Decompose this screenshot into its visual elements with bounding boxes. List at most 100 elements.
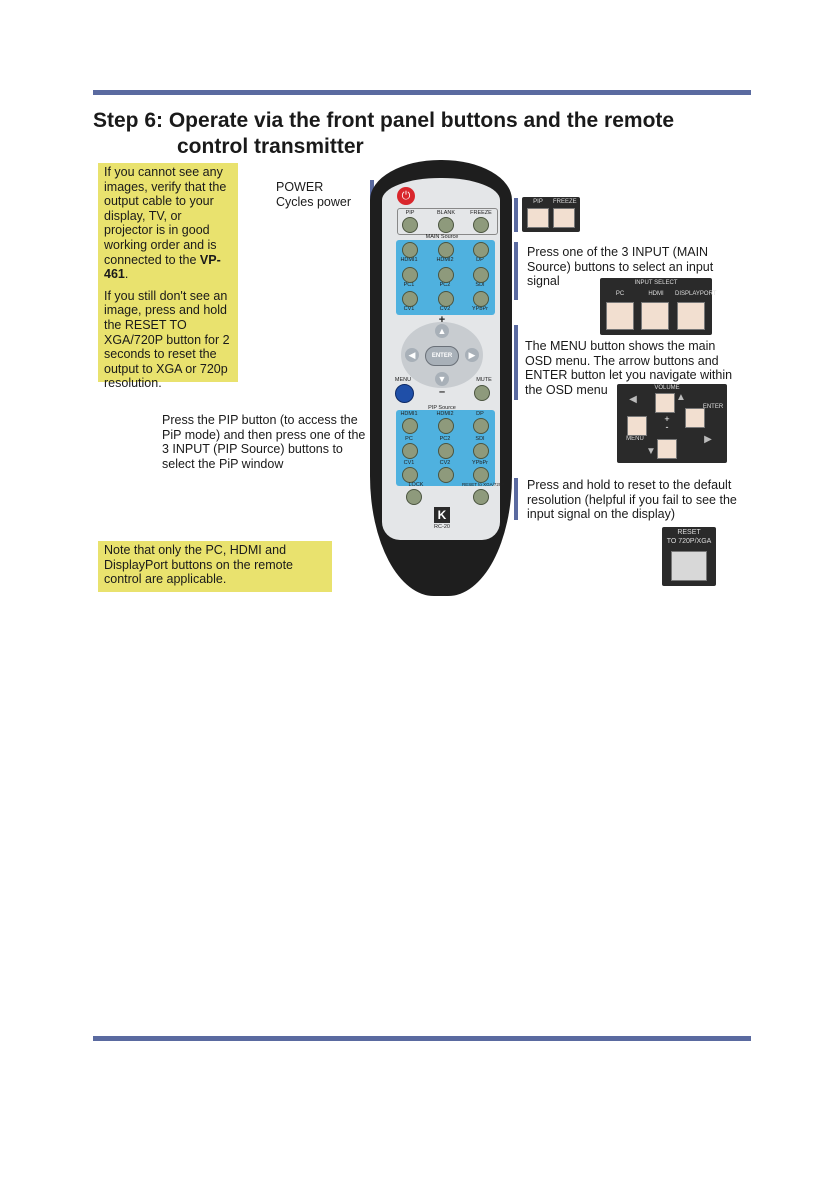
- down-arrow-button[interactable]: ▼: [435, 372, 449, 386]
- main-cv2-button[interactable]: [438, 291, 454, 307]
- remote-label: FREEZE: [470, 210, 492, 216]
- right-arrow-button[interactable]: ▶: [465, 348, 479, 362]
- panel-volume-up-button[interactable]: [655, 393, 675, 413]
- remote-label: HDMI2: [436, 257, 454, 263]
- panel-input-select: INPUT SELECT PC HDMI DISPLAYPORT: [600, 278, 717, 335]
- panel-pip-freeze: PIP FREEZE: [522, 197, 580, 232]
- caption-menu: The MENU button shows the main OSD menu.…: [525, 339, 733, 397]
- note-top: If you cannot see any images, verify tha…: [98, 163, 238, 390]
- panel-label: DISPLAYPORT: [675, 291, 717, 297]
- remote-mute-button[interactable]: [474, 385, 490, 401]
- main-hdmi2-button[interactable]: [438, 242, 454, 258]
- model-name: VP-461: [104, 252, 221, 282]
- pip-hdmi1-button[interactable]: [402, 418, 418, 434]
- remote-blank-button[interactable]: [438, 217, 454, 233]
- panel-left-button[interactable]: [627, 416, 647, 436]
- top-rule: [93, 90, 751, 95]
- panel-right-arrow-icon: ▶: [704, 434, 712, 445]
- pip-sdi-button[interactable]: [473, 443, 489, 459]
- title-line2: control transmitter: [177, 135, 364, 158]
- remote-label: MENU: [394, 377, 412, 383]
- left-arrow-button[interactable]: ◀: [405, 348, 419, 362]
- main-pc2-button[interactable]: [438, 267, 454, 283]
- panel-label: HDMI: [648, 291, 664, 297]
- power-button[interactable]: ⏻: [397, 187, 415, 205]
- remote-label: YPbPr: [472, 306, 488, 312]
- caption-input: Press one of the 3 INPUT (MAIN Source) b…: [527, 245, 714, 289]
- remote-label: RESET to XGA/720P: [462, 482, 505, 487]
- volume-plus-label: +: [438, 314, 446, 326]
- pip-cv1-button[interactable]: [402, 467, 418, 483]
- pip-cv2-button[interactable]: [438, 467, 454, 483]
- note-text: .: [124, 267, 129, 282]
- brand-logo-icon: K: [434, 507, 450, 523]
- remote-label: BLANK: [436, 210, 456, 216]
- caption-power: POWER Cycles power: [276, 180, 366, 209]
- up-arrow-icon: ▲: [437, 326, 447, 336]
- caption-pip: Press the PIP button (to access the PiP …: [162, 413, 366, 471]
- caption-reset: Press and hold to reset to the default r…: [527, 478, 737, 522]
- remote-lock-button[interactable]: [406, 489, 422, 505]
- panel-enter-button[interactable]: [685, 408, 705, 428]
- panel-hdmi-button[interactable]: [641, 302, 669, 330]
- pip-ypbpr-button[interactable]: [473, 467, 489, 483]
- panel-menu-label: MENU: [626, 436, 644, 442]
- left-arrow-icon: ◀: [408, 350, 416, 360]
- remote-label: PC: [405, 436, 413, 442]
- remote-label: HDMI2: [436, 411, 454, 417]
- main-sdi-button[interactable]: [473, 267, 489, 283]
- note-top-p1: If you cannot see any images, verify tha…: [104, 165, 232, 282]
- bottom-rule: [93, 1036, 751, 1041]
- panel-up-arrow-icon: ▲: [676, 392, 686, 403]
- main-pc1-button[interactable]: [402, 267, 418, 283]
- panel-label: PIP: [533, 199, 543, 205]
- remote-top-row: [397, 208, 498, 235]
- note-top-p2: If you still don't see an image, press a…: [104, 288, 230, 391]
- remote-menu-button[interactable]: [395, 384, 414, 403]
- remote-label: CV2: [439, 460, 451, 466]
- pip-dp-button[interactable]: [473, 418, 489, 434]
- remote-label: PC2: [439, 436, 451, 442]
- panel-reset-label2: TO 720P/XGA: [666, 538, 712, 545]
- remote-label: DP: [476, 257, 484, 263]
- remote-label: DP: [476, 411, 484, 417]
- remote-label: SDI: [475, 436, 485, 442]
- panel-volume-down-button[interactable]: [657, 439, 677, 459]
- note-bottom-text: Note that only the PC, HDMI and DisplayP…: [104, 543, 293, 587]
- up-arrow-button[interactable]: ▲: [435, 324, 449, 338]
- main-dp-button[interactable]: [473, 242, 489, 258]
- remote-label: CV1: [403, 460, 415, 466]
- remote-reset-button[interactable]: [473, 489, 489, 505]
- panel-minus-label: -: [665, 422, 669, 432]
- main-cv1-button[interactable]: [402, 291, 418, 307]
- panel-freeze-button[interactable]: [553, 208, 575, 228]
- pip-pc2-button[interactable]: [438, 443, 454, 459]
- panel-pip-button[interactable]: [527, 208, 549, 228]
- indicator-bar: [514, 198, 518, 232]
- remote-label: HDMI1: [400, 411, 418, 417]
- pip-source-label: PIP Source: [428, 405, 456, 411]
- indicator-bar: [514, 325, 518, 400]
- remote-label: CV1: [403, 306, 415, 312]
- panel-label: PC: [615, 291, 625, 297]
- remote-freeze-button[interactable]: [473, 217, 489, 233]
- indicator-bar: [514, 478, 518, 520]
- remote-pip-button[interactable]: [402, 217, 418, 233]
- title-line1: Step 6: Operate via the front panel butt…: [93, 109, 675, 132]
- pip-pc-button[interactable]: [402, 443, 418, 459]
- panel-pc-button[interactable]: [606, 302, 634, 330]
- remote-label: LOCK: [408, 482, 424, 488]
- page-title: Step 6: Operate via the front panel butt…: [93, 108, 773, 160]
- panel-title: INPUT SELECT: [634, 280, 678, 286]
- panel-reset-button[interactable]: [671, 551, 707, 581]
- indicator-bar: [514, 242, 518, 300]
- pip-hdmi2-button[interactable]: [438, 418, 454, 434]
- main-ypbpr-button[interactable]: [473, 291, 489, 307]
- remote-enter-button[interactable]: ENTER: [425, 346, 459, 366]
- power-icon: ⏻: [401, 190, 411, 202]
- remote-label: SDI: [475, 282, 485, 288]
- main-hdmi1-button[interactable]: [402, 242, 418, 258]
- note-text: If you cannot see any images, verify tha…: [104, 165, 227, 267]
- panel-reset: RESET TO 720P/XGA: [662, 527, 716, 586]
- panel-displayport-button[interactable]: [677, 302, 705, 330]
